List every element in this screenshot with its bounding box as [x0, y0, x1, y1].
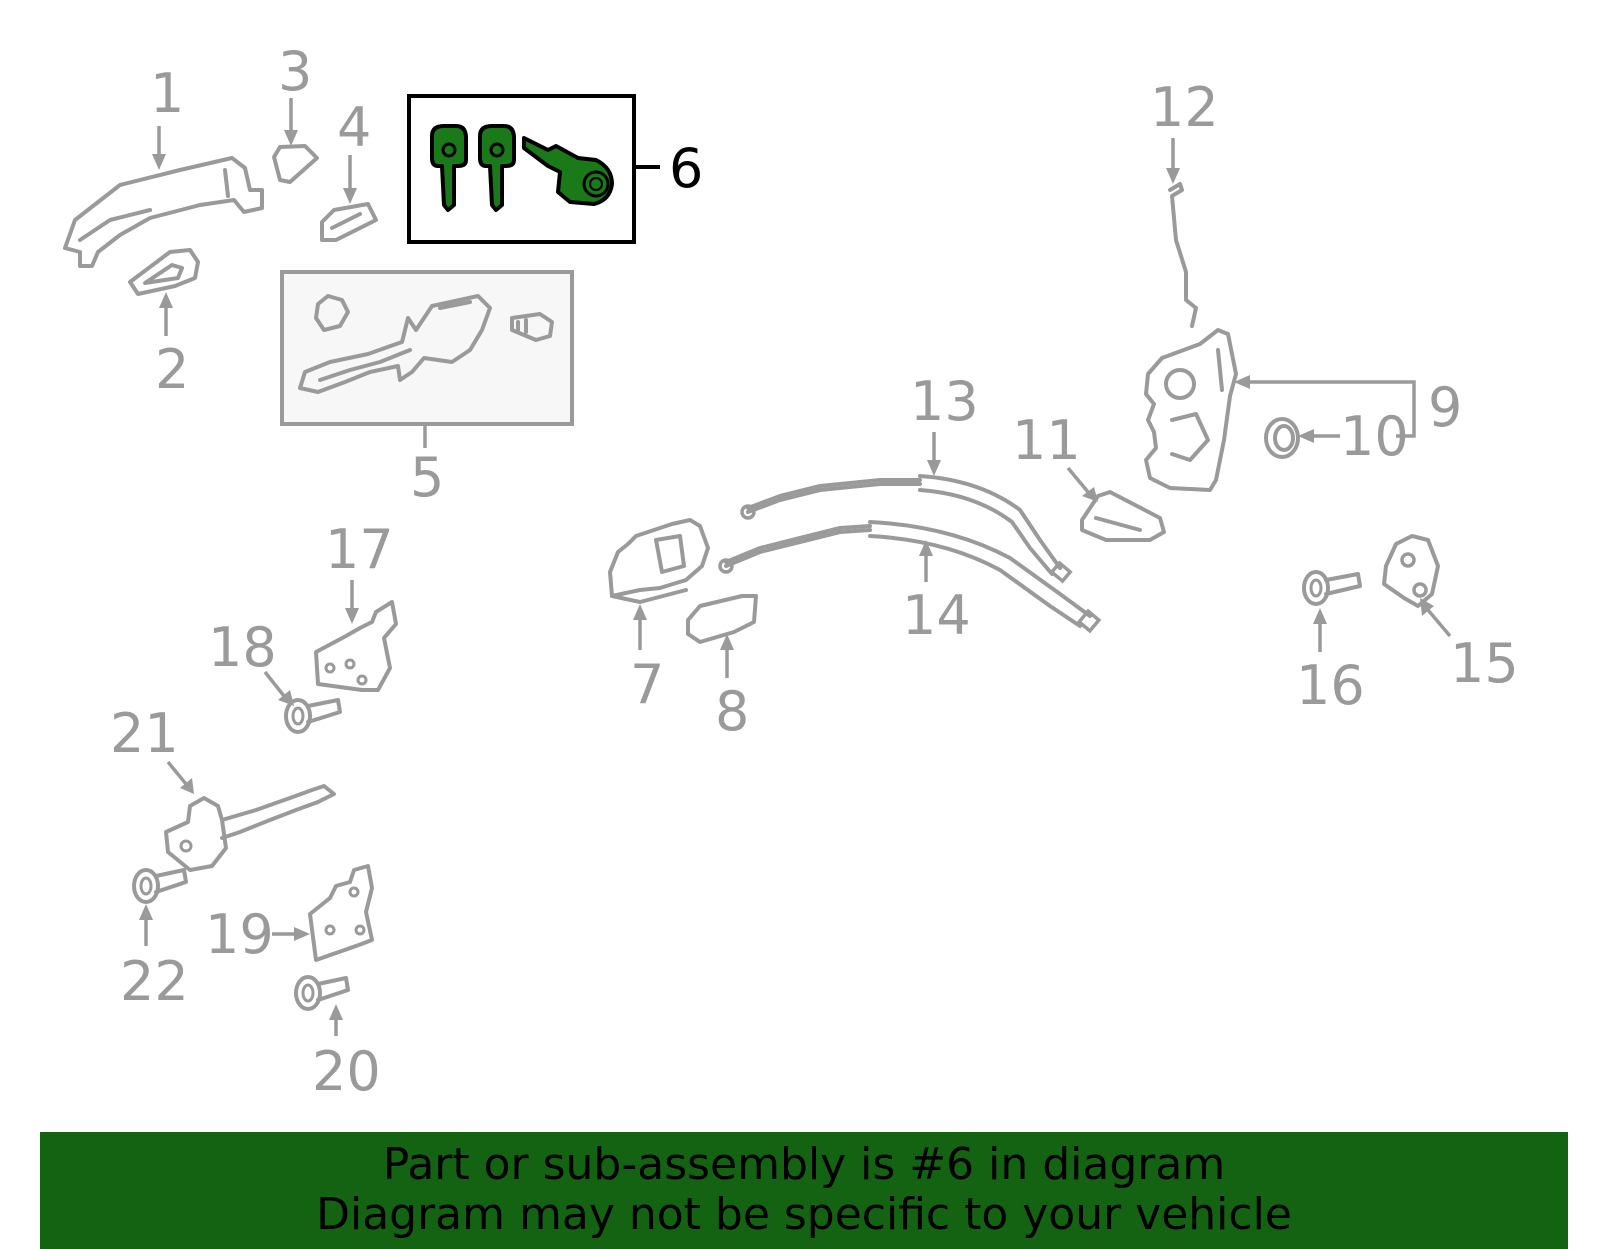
callout-14: 14: [902, 584, 971, 647]
part-1-outer-handle[interactable]: [63, 156, 264, 268]
callout-3: 3: [278, 40, 312, 103]
callout-17: 17: [325, 518, 394, 581]
callout-8: 8: [715, 680, 749, 743]
part-14-lock-cable[interactable]: [718, 520, 1102, 634]
part-16-screw[interactable]: [1302, 570, 1362, 606]
part-11-rod-clip[interactable]: [1080, 490, 1166, 542]
callout-11: 11: [1012, 409, 1081, 472]
callout-19: 19: [205, 903, 274, 966]
callout-15: 15: [1450, 632, 1519, 695]
part-8-handle-cover[interactable]: [686, 594, 758, 644]
banner-line-1: Part or sub-assembly is #6 in diagram: [382, 1139, 1226, 1190]
part-19-lower-hinge[interactable]: [308, 864, 374, 962]
callout-20: 20: [312, 1040, 381, 1103]
part-3-cap[interactable]: [272, 144, 319, 184]
callout-6: 6: [669, 137, 703, 200]
callout-10: 10: [1340, 405, 1409, 468]
part-15-striker[interactable]: [1382, 534, 1440, 608]
part-7-inner-handle-bracket[interactable]: [608, 518, 710, 604]
part-17-upper-hinge[interactable]: [314, 600, 398, 692]
info-banner: Part or sub-assembly is #6 in diagram Di…: [40, 1132, 1568, 1249]
part-13-inside-release-cable[interactable]: [740, 474, 1073, 584]
callout-12: 12: [1150, 76, 1219, 139]
part-9-door-lock-actuator[interactable]: [1144, 328, 1238, 492]
callout-1: 1: [150, 62, 184, 125]
banner-line-2: Diagram may not be specific to your vehi…: [316, 1189, 1292, 1240]
callout-9: 9: [1428, 376, 1462, 439]
callout-5: 5: [410, 446, 444, 509]
part-5-handle-assembly[interactable]: [280, 270, 574, 426]
callout-18: 18: [208, 616, 277, 679]
callout-22: 22: [120, 950, 189, 1013]
part-6-lock-cylinder-keys[interactable]: [407, 94, 636, 244]
callout-2: 2: [155, 338, 189, 401]
part-20-bolt[interactable]: [294, 975, 350, 1011]
callout-21: 21: [110, 702, 179, 765]
callout-4: 4: [337, 96, 371, 159]
part-12-lock-rod[interactable]: [1168, 182, 1198, 328]
callout-16: 16: [1296, 654, 1365, 717]
part-22-bolt[interactable]: [132, 868, 188, 904]
part-10-grommet[interactable]: [1264, 417, 1300, 459]
callout-7: 7: [630, 653, 664, 716]
part-21-door-check[interactable]: [164, 784, 336, 872]
part-2-handle-base[interactable]: [128, 248, 200, 296]
part-4-cover[interactable]: [320, 202, 378, 242]
part-18-bolt[interactable]: [284, 698, 342, 734]
callout-13: 13: [910, 370, 979, 433]
